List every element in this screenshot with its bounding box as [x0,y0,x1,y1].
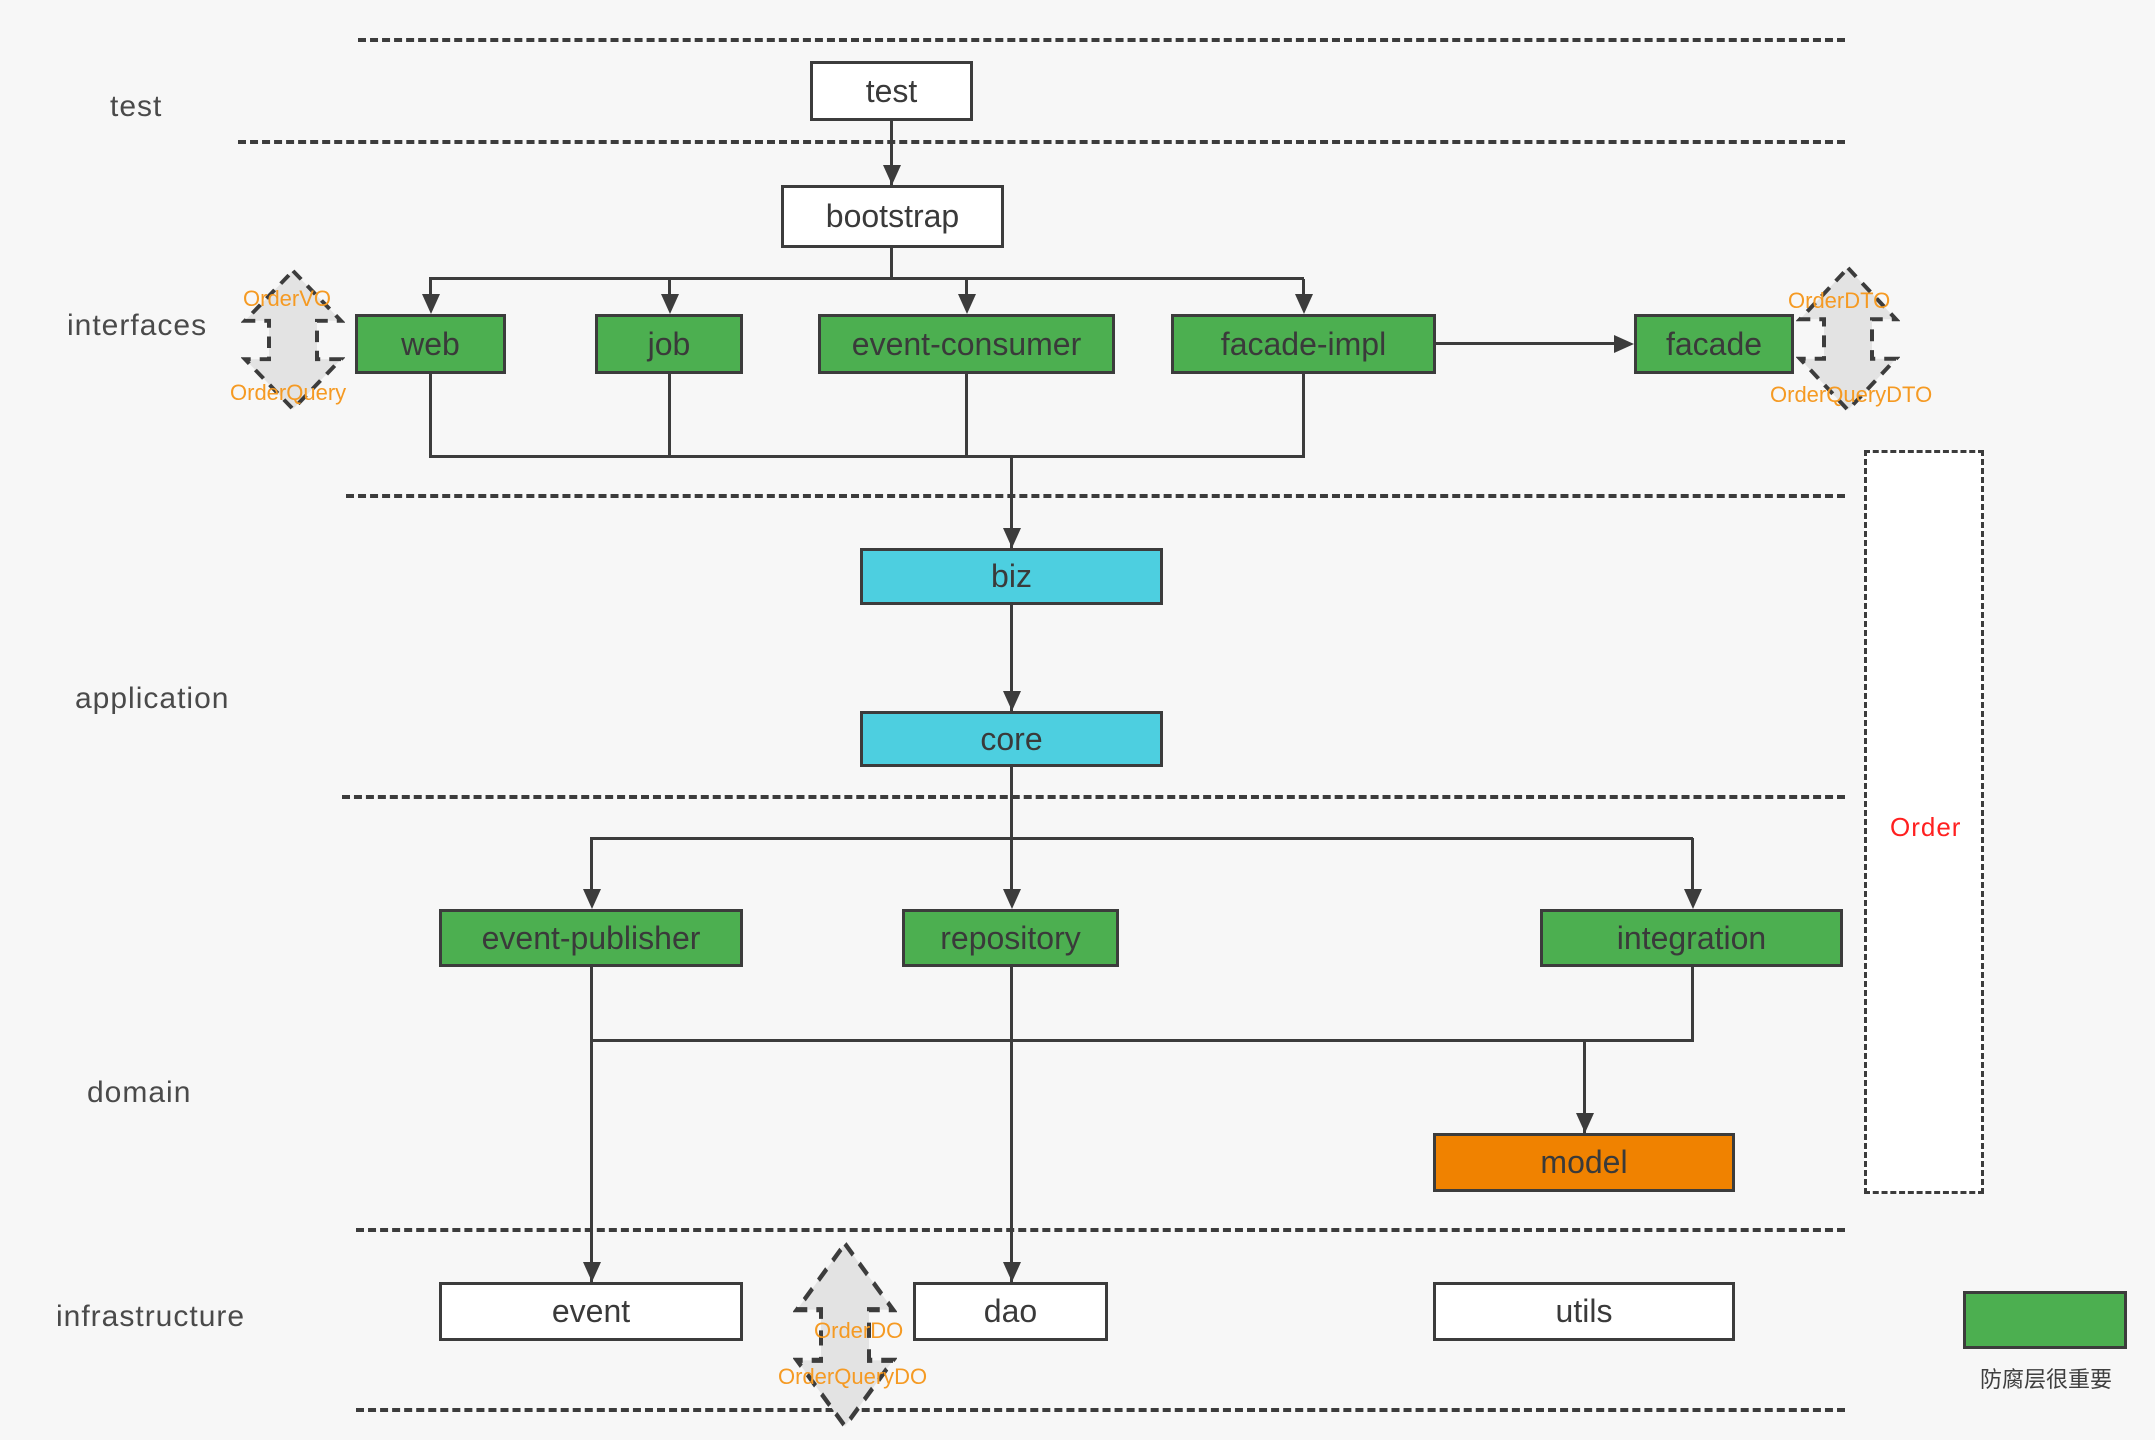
connector-bus-job [668,279,671,304]
layer-separator-test-interfaces [238,140,1845,144]
connector-bus-integration [1691,838,1694,899]
node-biz: biz [860,548,1163,605]
arrowhead-event [583,1262,601,1282]
node-repository: repository [902,909,1119,967]
layer-label-interfaces: interfaces [67,309,208,342]
connector-bus-event-publisher [590,838,593,899]
node-web: web [355,314,506,374]
node-facade: facade [1634,314,1794,374]
annotation-order-query-do: OrderQueryDO [778,1364,928,1389]
layer-separator-application-domain [342,795,1845,799]
arrowhead-core [1003,691,1021,711]
connector-bus-event-consumer [965,279,968,304]
connector-event-publisher-event [590,967,593,1282]
connector-event-consumer-down [965,374,968,458]
legend-green-swatch [1963,1291,2127,1349]
connector-repository-dao [1010,967,1013,1282]
annotation-order-dto: OrderDTO [1788,288,1891,313]
node-event: event [439,1282,743,1341]
connector-bus-biz [1010,455,1013,548]
arrowhead-repository [1003,889,1021,909]
connector-web-down [429,374,432,458]
arrowhead-dao [1003,1262,1021,1282]
double-arrow-icon-infrastructure [793,1240,897,1430]
annotation-order-query: OrderQuery [230,380,347,405]
annotation-order-vo: OrderVO [243,286,332,311]
node-facade-impl: facade-impl [1171,314,1436,374]
annotation-order-do: OrderDO [814,1318,904,1343]
legend-note: 防腐层很重要 [1980,1367,2113,1392]
double-arrow-icon-interfaces [241,268,345,412]
annotation-order-query-dto: OrderQueryDTO [1770,382,1933,407]
layer-label-test: test [110,90,163,123]
node-utils: utils [1433,1282,1735,1341]
node-integration: integration [1540,909,1843,967]
arrowhead-web [422,294,440,314]
layer-separator-bottom [356,1408,1845,1412]
connector-bootstrap-bus [890,248,893,279]
order-scope-label: Order [1890,812,1962,842]
connector-facade-impl-down [1302,374,1305,458]
connector-bus-facade-impl [1302,279,1305,304]
connector-facade-impl-facade [1436,342,1616,345]
arrowhead-event-consumer [958,294,976,314]
connector-bus-web [429,279,432,304]
connector-bus-model [1583,1039,1586,1133]
arrowhead-facade-impl [1295,294,1313,314]
arrowhead-facade [1614,335,1634,353]
node-event-consumer: event-consumer [818,314,1115,374]
layer-separator-top [358,38,1845,42]
node-core: core [860,711,1163,767]
node-job: job [595,314,743,374]
layer-separator-interfaces-application [346,494,1845,498]
connector-test-bootstrap [890,121,893,185]
layer-label-application: application [75,682,230,715]
arrowhead-model [1576,1113,1594,1133]
connector-core-down [1010,767,1013,840]
node-test: test [810,61,973,121]
layer-label-domain: domain [87,1076,192,1109]
layer-label-infrastructure: infrastructure [56,1300,246,1333]
node-dao: dao [913,1282,1108,1341]
layer-separator-domain-infrastructure [356,1228,1845,1232]
connector-biz-core [1010,605,1013,711]
bus-bootstrap-to-modules [429,277,1304,280]
double-arrow-icon-facade [1796,265,1900,413]
arrowhead-event-publisher [583,889,601,909]
arrowhead-job [661,294,679,314]
arrowhead-biz [1003,528,1021,548]
node-model: model [1433,1133,1735,1192]
connector-bus-repository [1010,838,1013,899]
bus-interfaces-to-biz [429,455,1305,458]
order-scope-box [1864,450,1984,1194]
connector-integration-down [1691,967,1694,1042]
node-event-publisher: event-publisher [439,909,743,967]
bus-core-to-domain [590,837,1693,840]
bus-domain-lower [590,1039,1694,1042]
connector-job-down [668,374,671,458]
arrowhead-integration [1684,889,1702,909]
node-bootstrap: bootstrap [781,185,1004,248]
arrowhead-bootstrap [883,165,901,185]
